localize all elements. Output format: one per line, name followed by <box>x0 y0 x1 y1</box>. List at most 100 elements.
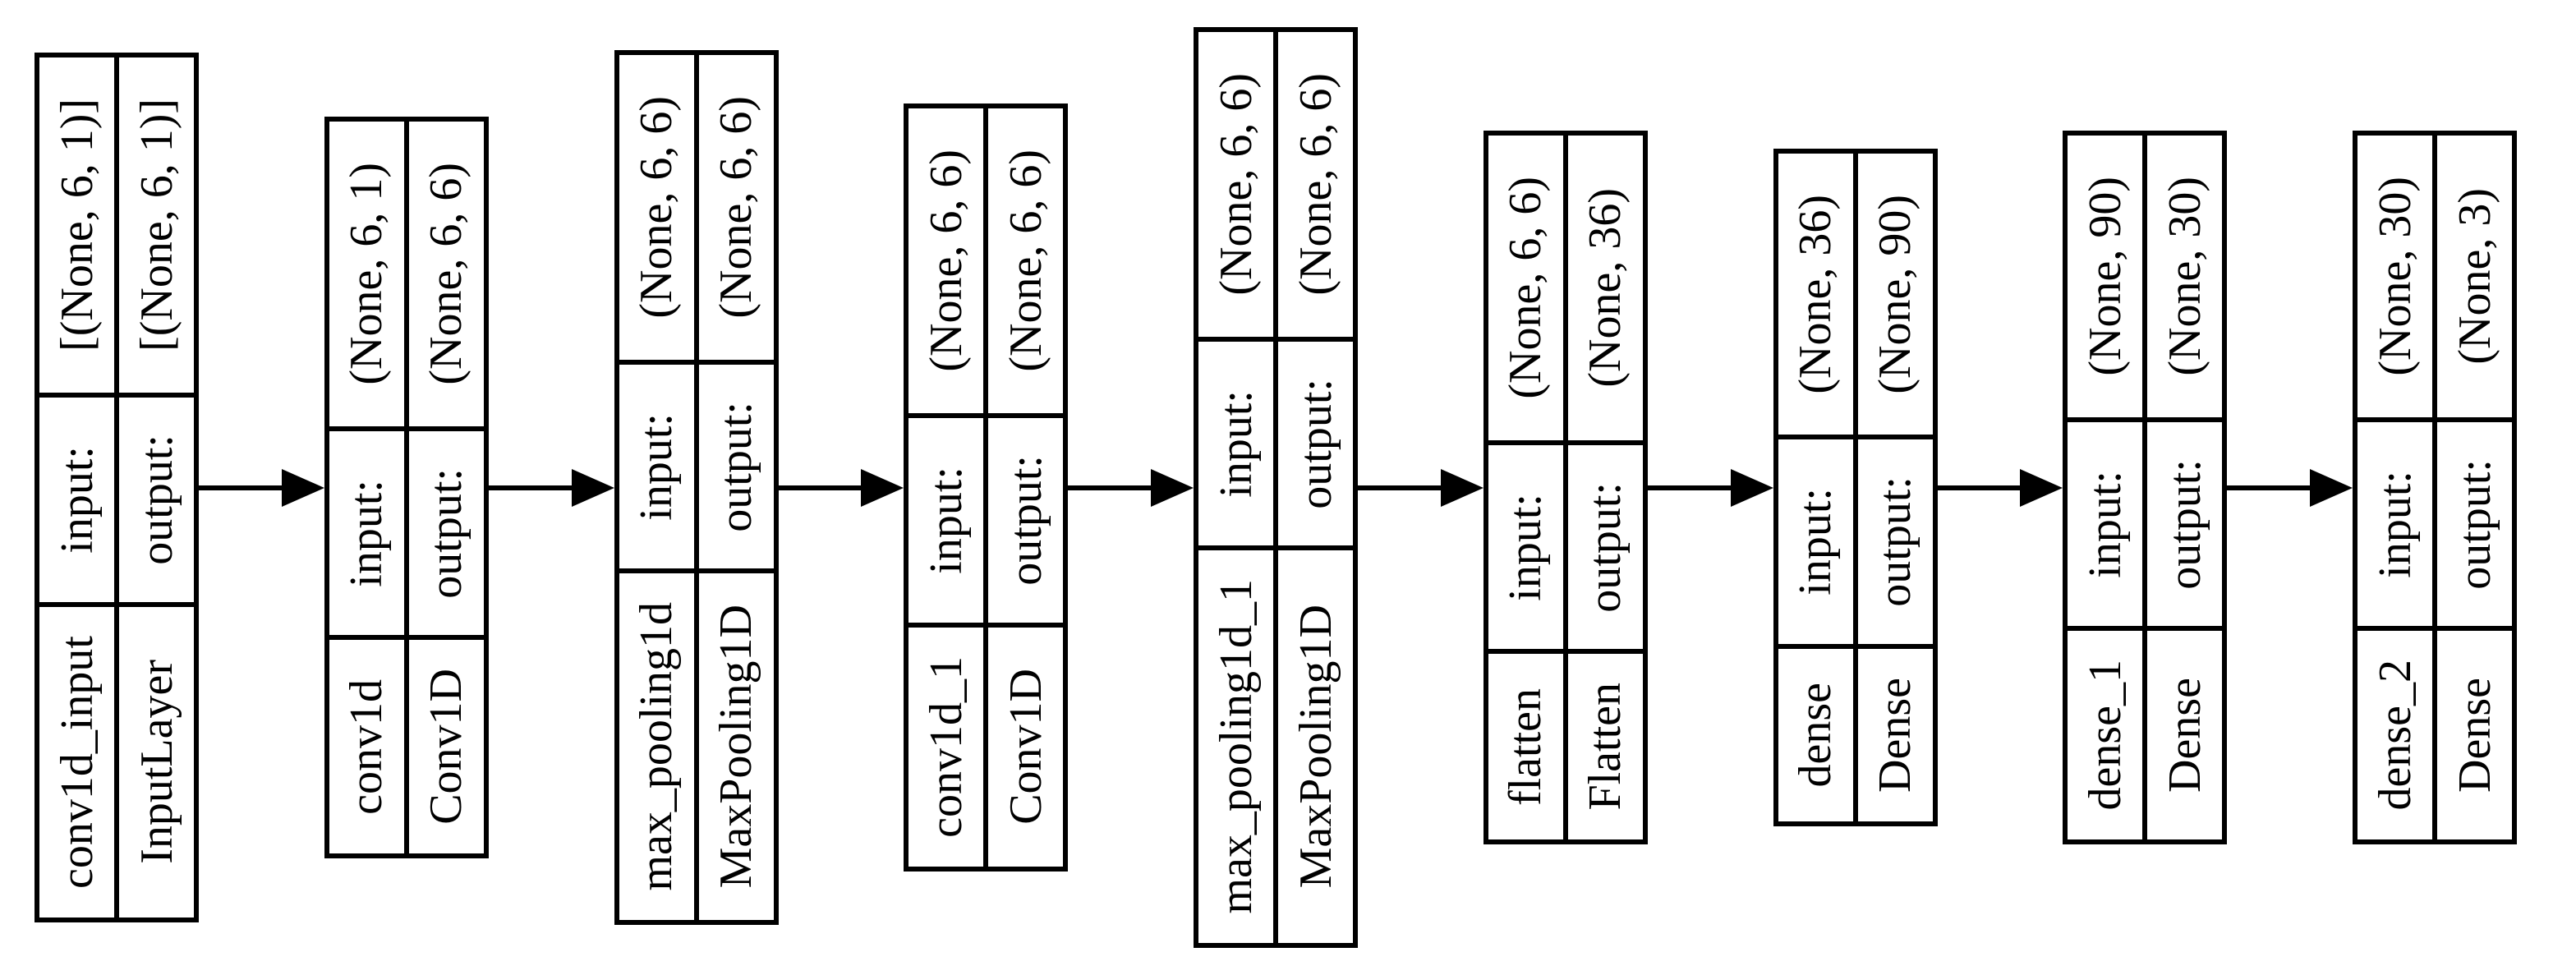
input-shape-cell: [(None, 6, 1)] <box>39 57 114 393</box>
arrowhead-icon <box>281 468 324 507</box>
arrow-shaft <box>199 485 282 490</box>
layer-name-text: dense <box>1790 683 1841 788</box>
output-shape-text: (None, 90) <box>1870 194 1920 394</box>
arrowhead-icon <box>571 468 614 507</box>
layer-name-cell: conv1d <box>329 640 404 854</box>
output-shape-cell: (None, 30) <box>2147 136 2223 417</box>
layer-type-cell: MaxPooling1D <box>1278 550 1353 943</box>
layer-name-cell: max_pooling1d <box>619 573 694 920</box>
layer-type-text: InputLayer <box>131 660 182 865</box>
input-label-cell: input: <box>39 398 114 602</box>
flow-arrow <box>1068 468 1194 507</box>
input-label-cell: input: <box>619 364 694 569</box>
input-shape-cell: (None, 6, 6) <box>1198 32 1273 337</box>
layer-type-text: Conv1D <box>1000 669 1051 826</box>
flow-arrow <box>199 468 324 507</box>
output-label-cell: output: <box>2437 421 2512 627</box>
layer-type-text: Flatten <box>1580 683 1631 811</box>
output-shape-text: (None, 6, 6) <box>1000 149 1051 373</box>
output-shape-text: (None, 6, 6) <box>711 96 761 319</box>
layer-type-cell: Flatten <box>1567 654 1643 839</box>
input-label-cell: input: <box>1488 444 1563 650</box>
input-label-text: input: <box>2369 470 2421 578</box>
layer-name-text: conv1d <box>341 678 393 815</box>
input-shape-cell: (None, 6, 6) <box>1488 136 1563 440</box>
flow-arrow <box>778 468 904 507</box>
input-label-cell: input: <box>908 418 984 623</box>
output-shape-text: [(None, 6, 1)] <box>131 99 182 352</box>
arrowhead-icon <box>2020 468 2063 507</box>
layer-node-dense_1: (None, 90) (None, 30) input: output: den… <box>2063 131 2228 844</box>
flow-arrow <box>1937 468 2063 507</box>
flow-arrow <box>488 468 614 507</box>
layer-name-cell: dense <box>1778 649 1853 822</box>
layer-name-text: conv1d_input <box>51 635 103 889</box>
output-label-cell: output: <box>408 430 484 636</box>
input-label-cell: input: <box>1198 341 1273 546</box>
input-label-text: input: <box>1500 493 1552 601</box>
input-label-cell: input: <box>2358 421 2432 627</box>
layer-type-cell: Conv1D <box>408 640 484 854</box>
layer-node-dense_2: (None, 30) (None, 3) input: output: dens… <box>2353 131 2517 844</box>
input-shape-cell: (None, 30) <box>2358 136 2432 417</box>
output-label-cell: output: <box>2147 421 2223 627</box>
input-label-text: input: <box>920 467 972 574</box>
input-shape-text: (None, 6, 1) <box>341 162 393 385</box>
output-label-text: output: <box>1870 476 1920 608</box>
output-label-text: output: <box>2449 458 2500 590</box>
arrowhead-icon <box>1151 468 1194 507</box>
layer-name-cell: conv1d_1 <box>908 627 984 867</box>
output-label-text: output: <box>421 467 472 599</box>
arrowhead-icon <box>861 468 904 507</box>
layer-type-text: MaxPooling1D <box>711 605 761 889</box>
layer-type-cell: MaxPooling1D <box>698 573 774 920</box>
input-shape-text: (None, 6, 6) <box>920 149 972 373</box>
flow-arrow <box>2227 468 2353 507</box>
input-shape-text: (None, 90) <box>2079 177 2131 376</box>
output-shape-cell: (None, 6, 6) <box>988 108 1064 414</box>
arrow-shaft <box>1358 485 1441 490</box>
input-label-cell: input: <box>329 430 404 636</box>
output-label-text: output: <box>1000 455 1051 586</box>
layer-type-text: MaxPooling1D <box>1290 605 1341 889</box>
arrow-shaft <box>488 485 572 490</box>
output-label-text: output: <box>1290 378 1341 509</box>
layer-type-cell: InputLayer <box>119 606 194 918</box>
layer-name-cell: flatten <box>1488 654 1563 839</box>
layer-name-text: max_pooling1d_1 <box>1210 579 1262 914</box>
output-label-cell: output: <box>1278 341 1353 546</box>
layer-node-conv1d_1: (None, 6, 6) (None, 6, 6) input: output:… <box>904 103 1069 872</box>
layer-type-text: Conv1D <box>421 669 472 826</box>
output-shape-cell: (None, 6, 6) <box>408 121 484 426</box>
layer-node-conv1d_input: [(None, 6, 1)] [(None, 6, 1)] input: out… <box>34 53 199 922</box>
input-label-cell: input: <box>2068 421 2143 627</box>
output-label-cell: output: <box>1857 439 1933 645</box>
layer-name-text: flatten <box>1500 688 1552 806</box>
layer-name-text: conv1d_1 <box>920 655 972 838</box>
layer-type-text: Dense <box>2159 678 2210 793</box>
output-label-cell: output: <box>1567 444 1643 650</box>
output-shape-text: (None, 30) <box>2159 177 2210 376</box>
layer-type-cell: Dense <box>2437 631 2512 839</box>
arrow-shaft <box>1068 485 1151 490</box>
layer-node-flatten: (None, 6, 6) (None, 36) input: output: f… <box>1483 131 1648 844</box>
input-label-text: input: <box>2079 470 2131 578</box>
input-label-text: input: <box>51 446 103 554</box>
input-shape-cell: (None, 90) <box>2068 136 2143 417</box>
output-shape-cell: (None, 3) <box>2437 136 2512 417</box>
layer-name-cell: conv1d_input <box>39 606 114 918</box>
input-label-cell: input: <box>1778 439 1853 645</box>
output-shape-text: (None, 6, 6) <box>421 162 472 385</box>
input-label-text: input: <box>1210 389 1262 498</box>
input-shape-cell: (None, 6, 6) <box>619 55 694 360</box>
output-shape-cell: (None, 6, 6) <box>698 55 774 360</box>
output-shape-text: (None, 3) <box>2449 188 2500 365</box>
input-shape-cell: (None, 6, 1) <box>329 121 404 426</box>
output-label-cell: output: <box>119 398 194 602</box>
output-label-text: output: <box>711 401 761 532</box>
layer-name-text: dense_2 <box>2369 660 2421 811</box>
layer-name-text: max_pooling1d <box>631 602 682 891</box>
input-shape-text: (None, 6, 6) <box>1210 73 1262 296</box>
layer-node-max_pooling1d: (None, 6, 6) (None, 6, 6) input: output:… <box>614 50 779 925</box>
flow-arrow <box>1647 468 1773 507</box>
